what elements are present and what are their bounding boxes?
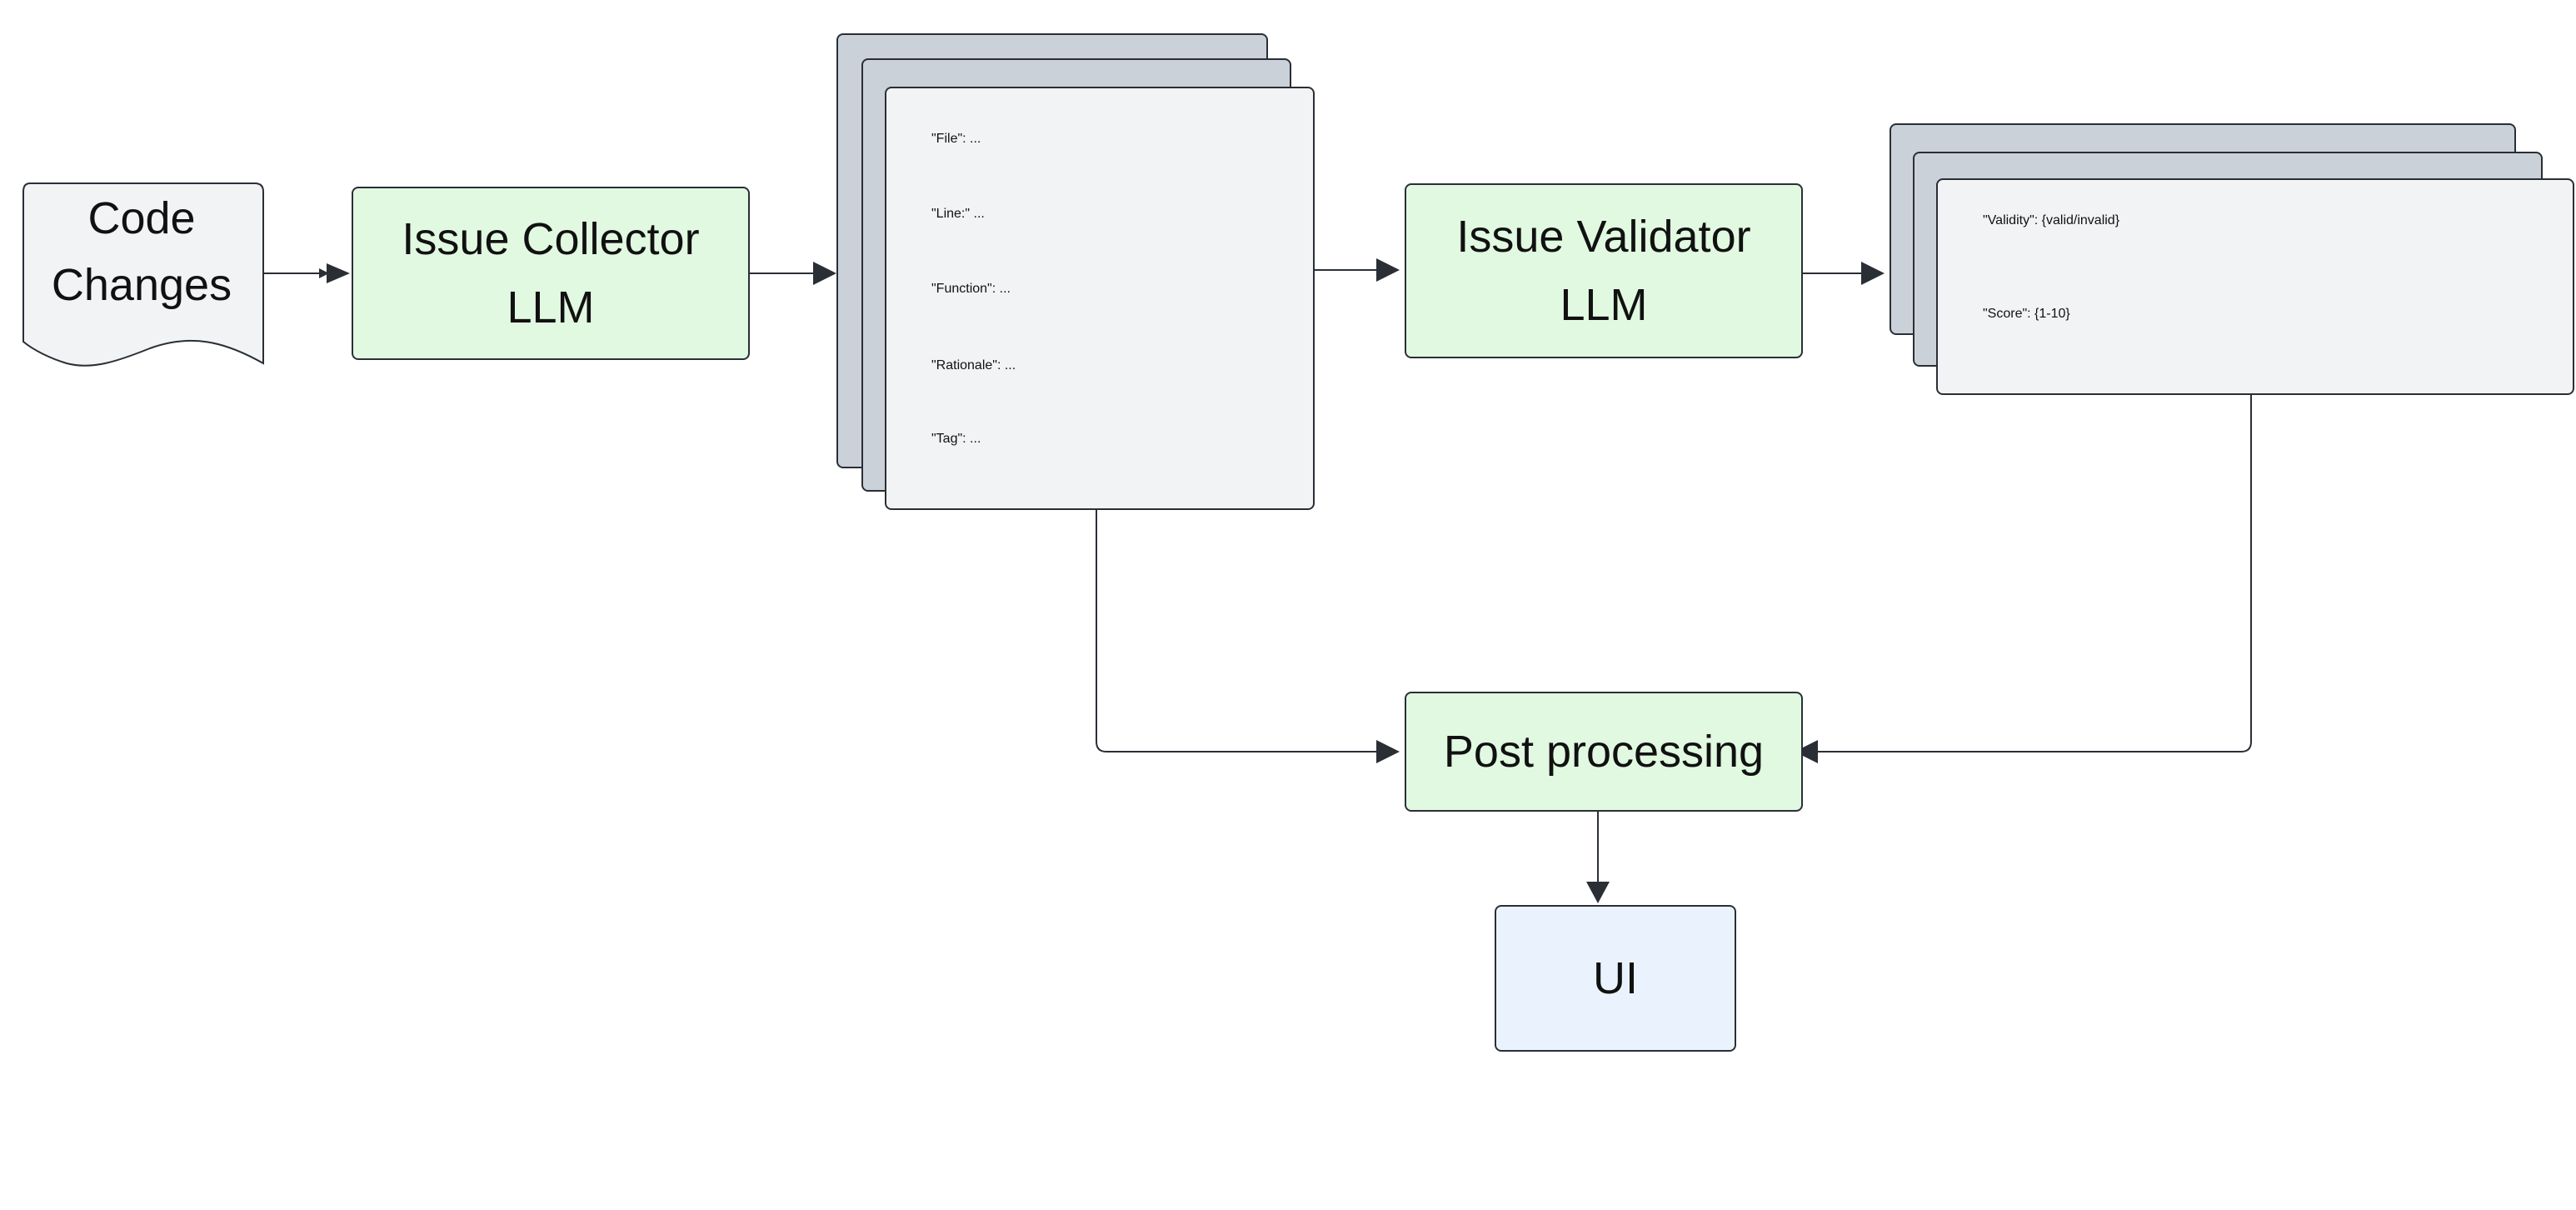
issue-validator-line2: LLM <box>1560 280 1648 330</box>
issue-collector-node: Issue Collector LLM <box>352 187 750 360</box>
validation-field-validity: "Validity": {valid/invalid} <box>1983 213 2120 228</box>
post-processing-node: Post processing <box>1405 692 1803 812</box>
edge-records-to-postprocess <box>1096 508 1378 752</box>
issue-field-function: "Function": ... <box>931 282 1011 296</box>
code-changes-document-shape <box>22 182 264 367</box>
ui-node: UI <box>1495 905 1736 1052</box>
issue-collector-line2: LLM <box>507 282 595 332</box>
issue-field-file: "File": ... <box>931 132 981 146</box>
issue-record-card: "File": ... "Line:" ... "Function": ... … <box>885 87 1315 510</box>
validation-record-card: "Validity": {valid/invalid} "Score": {1-… <box>1936 178 2574 395</box>
issue-field-rationale: "Rationale": ... <box>931 358 1016 372</box>
validation-field-score: "Score": {1-10} <box>1983 307 2070 321</box>
code-changes-line1: Code <box>87 193 196 243</box>
issue-validator-line1: Issue Validator <box>1456 212 1751 262</box>
code-changes-line2: Changes <box>51 260 232 310</box>
issue-field-line: "Line:" ... <box>931 207 985 221</box>
edge-validation-to-postprocess <box>1818 395 2252 752</box>
ui-label: UI <box>1593 953 1638 1003</box>
issue-validator-node: Issue Validator LLM <box>1405 183 1803 358</box>
issue-field-tag: "Tag": ... <box>931 432 981 446</box>
issue-collector-line1: Issue Collector <box>402 214 700 264</box>
post-processing-label: Post processing <box>1443 727 1765 777</box>
code-changes-node: Code Changes <box>20 185 263 318</box>
